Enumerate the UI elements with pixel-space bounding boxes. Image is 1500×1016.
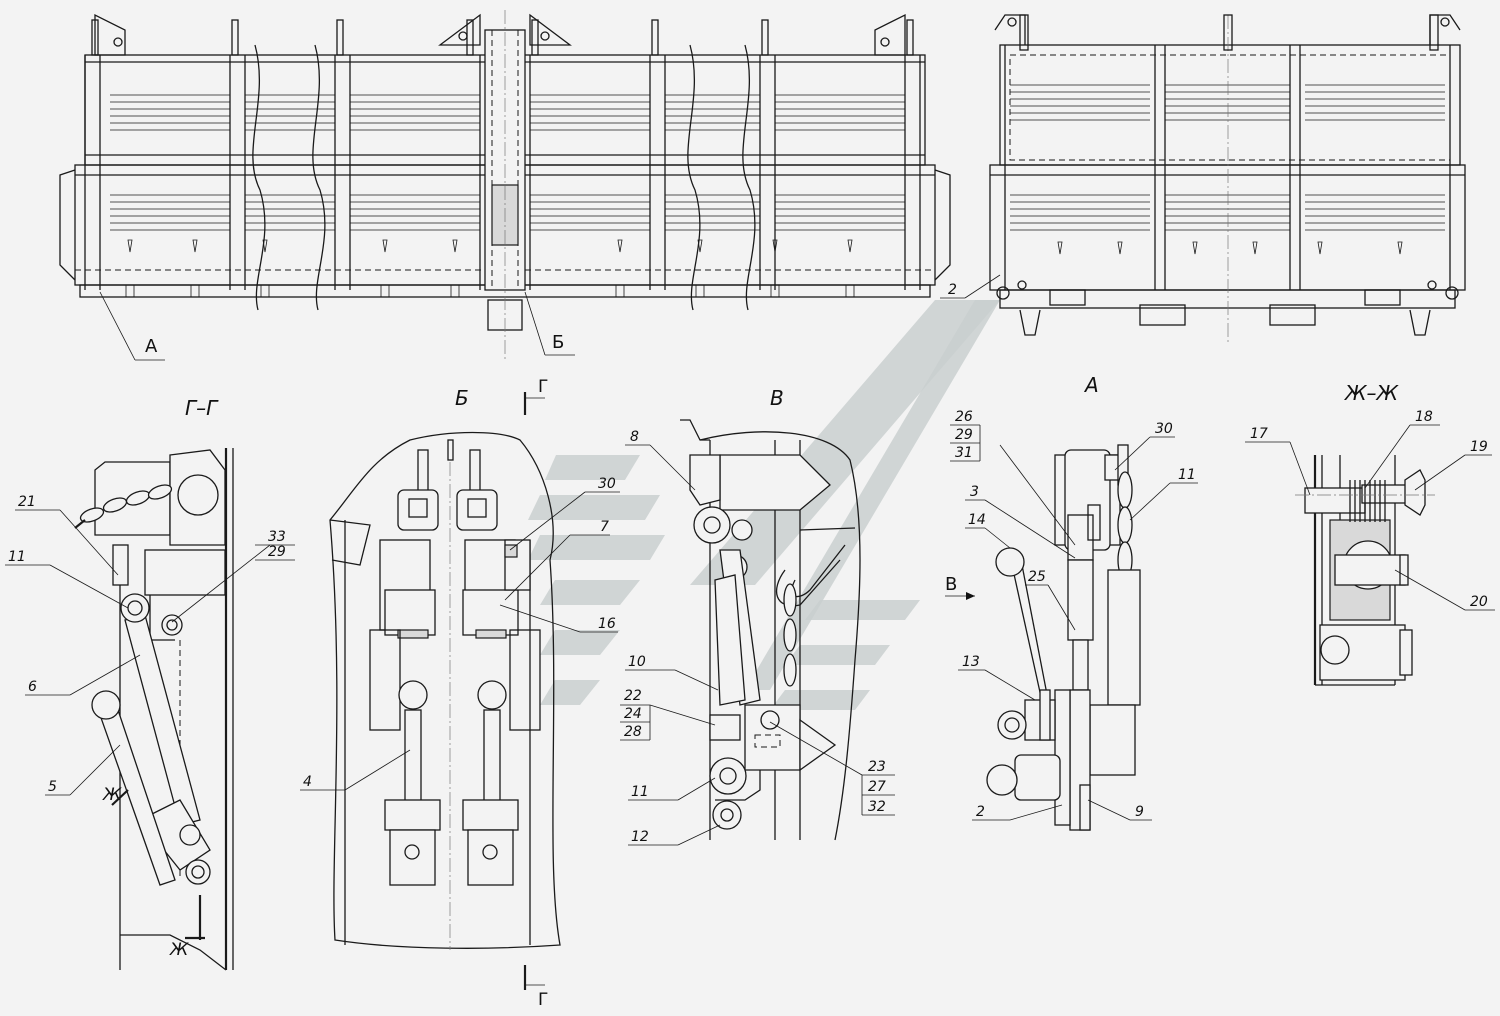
callout-v-28: 28 xyxy=(624,724,642,740)
section-g-drawing xyxy=(74,448,234,971)
callout-a-31: 31 xyxy=(955,445,973,461)
callout-v-22: 22 xyxy=(624,688,642,704)
section-g-title: Г–Г xyxy=(185,396,219,420)
callout-gg-6: 6 xyxy=(28,679,37,695)
view-a-marker: А xyxy=(145,336,158,357)
view-v-drawing xyxy=(680,419,861,841)
section-zh-drawing xyxy=(1295,455,1435,686)
callout-gg-5: 5 xyxy=(48,779,57,795)
callout-v-10: 10 xyxy=(628,654,646,670)
callout-v-11: 11 xyxy=(631,784,649,800)
callout-gg-29: 29 xyxy=(268,544,286,560)
callout-v-23: 23 xyxy=(868,759,886,775)
section-zh-marker-top: Ж xyxy=(102,785,122,805)
callout-a-13: 13 xyxy=(962,654,980,670)
callout-a-30: 30 xyxy=(1155,421,1173,437)
callout-v-12: 12 xyxy=(631,829,649,845)
callout-v-24: 24 xyxy=(624,706,642,722)
section-zh-marker-bottom: Ж xyxy=(169,940,189,960)
callout-a-3: 3 xyxy=(970,484,979,500)
view-b-title: Б xyxy=(455,386,469,410)
callout-a-9: 9 xyxy=(1135,804,1144,820)
callout-zh-19: 19 xyxy=(1470,439,1488,455)
callout-zh-18: 18 xyxy=(1415,409,1433,425)
watermark-logo xyxy=(528,300,1000,710)
callout-top-right-2: 2 xyxy=(948,282,957,298)
section-g-marker-bottom: Г xyxy=(538,990,548,1010)
side-view-body xyxy=(989,14,1466,345)
callout-a-26: 26 xyxy=(955,409,973,425)
callout-zh-17: 17 xyxy=(1250,426,1268,442)
view-a-title: А xyxy=(1083,373,1099,397)
view-v-title: В xyxy=(770,386,784,410)
callout-v-32: 32 xyxy=(868,799,886,815)
callout-gg-33: 33 xyxy=(268,529,286,545)
section-g-marker-top: Г xyxy=(538,377,548,397)
view-b-drawing xyxy=(329,431,561,950)
callout-a-25: 25 xyxy=(1028,569,1046,585)
callout-a-29: 29 xyxy=(955,427,973,443)
view-b-marker: Б xyxy=(552,332,564,353)
callout-v-8: 8 xyxy=(630,429,639,445)
callout-v-27: 27 xyxy=(868,779,886,795)
callout-b-7: 7 xyxy=(600,519,609,535)
callout-b-4: 4 xyxy=(303,774,312,790)
callout-b-30: 30 xyxy=(598,476,616,492)
callout-gg-11: 11 xyxy=(8,549,26,565)
view-v-marker: В xyxy=(945,574,957,595)
view-a-drawing xyxy=(986,444,1141,831)
callout-a-11: 11 xyxy=(1178,467,1196,483)
front-view-body xyxy=(59,10,951,360)
view-zh-title: Ж–Ж xyxy=(1343,381,1400,405)
callout-gg-21: 21 xyxy=(18,494,36,510)
callout-a-2: 2 xyxy=(976,804,985,820)
callout-b-16: 16 xyxy=(598,616,616,632)
callout-a-14: 14 xyxy=(968,512,986,528)
callout-zh-20: 20 xyxy=(1470,594,1488,610)
